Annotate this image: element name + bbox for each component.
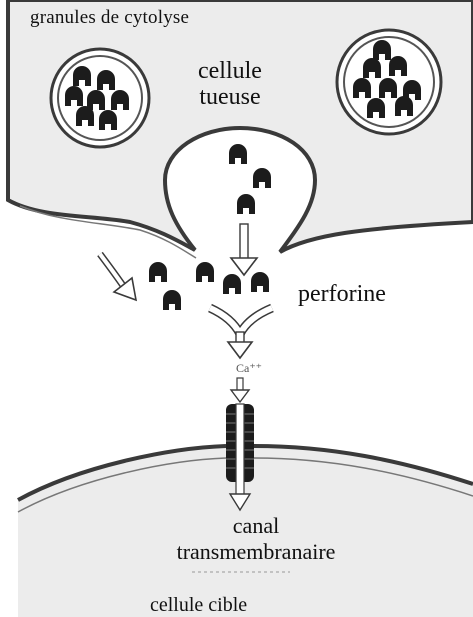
killer-cell-label: cellule tueuse xyxy=(198,58,262,110)
released-perforin xyxy=(149,262,269,310)
calcium-label: Ca⁺⁺ xyxy=(236,362,262,374)
perforin-label: perforine xyxy=(298,282,386,306)
calcium-arrow xyxy=(231,378,249,402)
convergence-arrow xyxy=(210,308,272,358)
diffusion-arrow xyxy=(100,254,136,300)
transmembrane-channel xyxy=(226,404,254,510)
granules-label: granules de cytolyse xyxy=(30,8,189,27)
release-arrow xyxy=(231,224,257,275)
cytolytic-granule-left xyxy=(51,49,149,147)
channel-label-line1: canal xyxy=(136,513,376,539)
killer-cell-label-line2: tueuse xyxy=(198,84,262,110)
perforin-in-pocket xyxy=(229,144,271,214)
killer-cell-label-line1: cellule xyxy=(198,58,262,84)
channel-label: canal transmembranaire xyxy=(136,513,376,565)
target-cell-label: cellule cible xyxy=(150,595,247,615)
channel-label-line2: transmembranaire xyxy=(136,539,376,565)
cytolytic-granule-right xyxy=(337,30,441,134)
